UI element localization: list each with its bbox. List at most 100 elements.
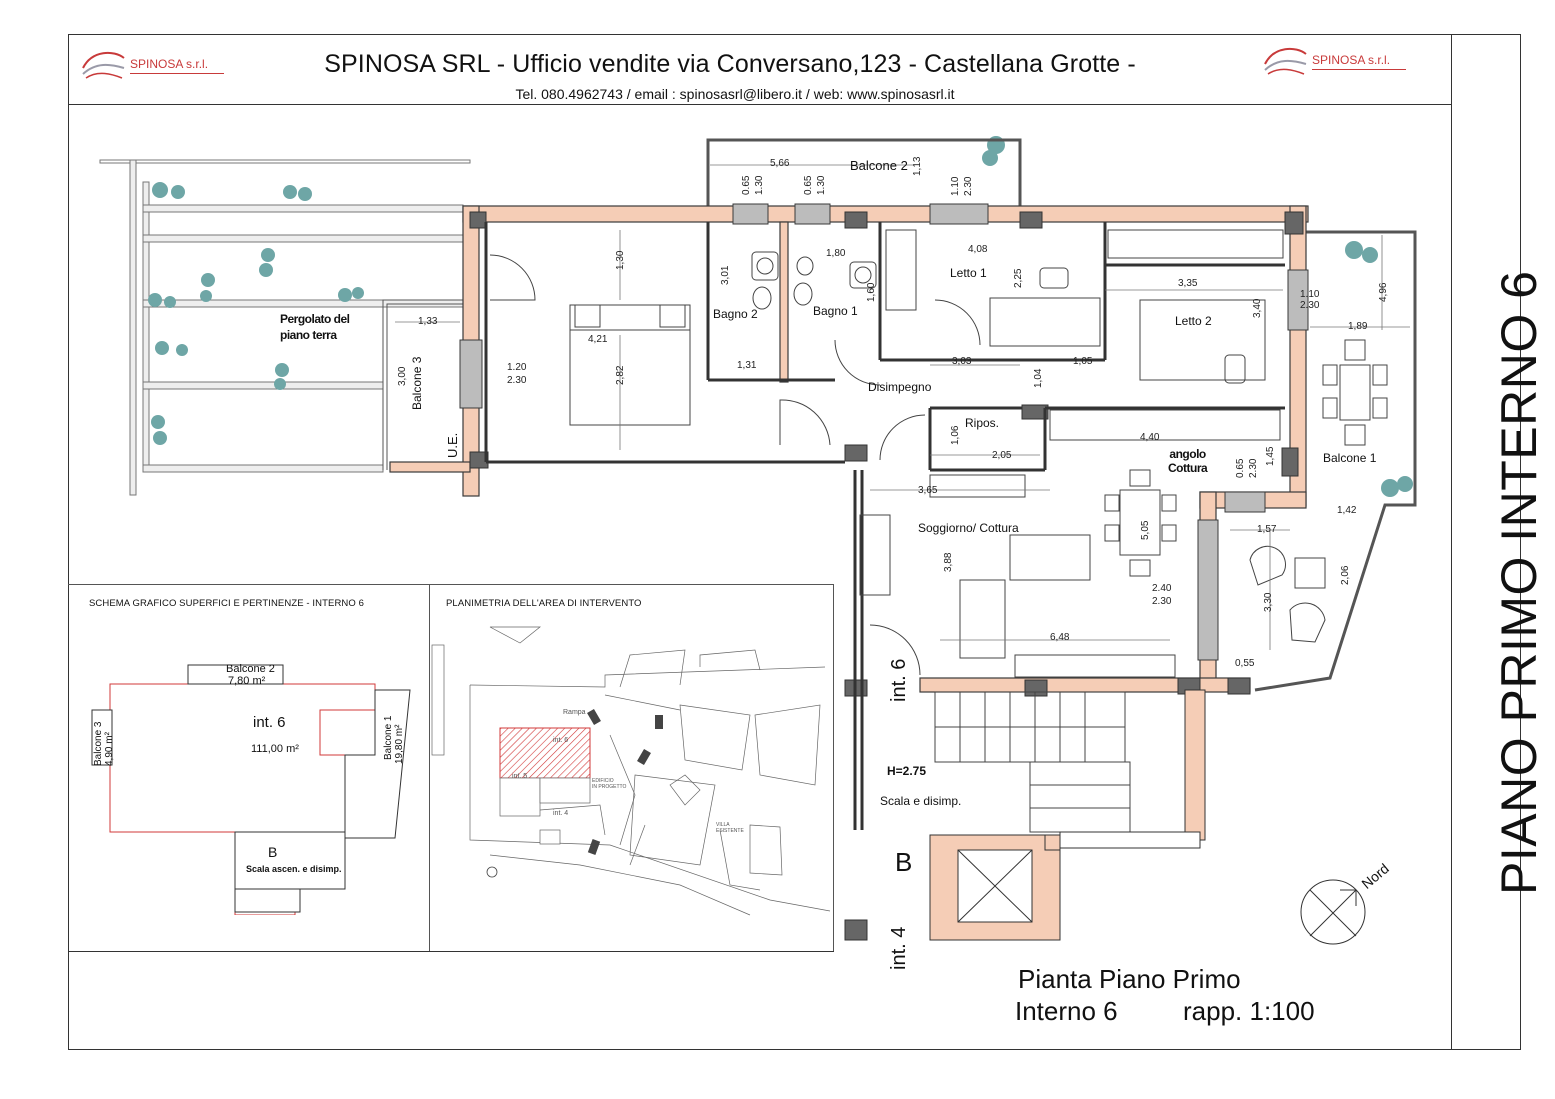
dim-label: 2,06 <box>1340 565 1351 585</box>
footer-scale: rapp. 1:100 <box>1183 996 1315 1026</box>
schema-diagram <box>91 664 411 915</box>
dim-label: 1.20 <box>507 362 527 373</box>
schema-balcone2: Balcone 2 <box>226 663 275 675</box>
room-soggiorno: Soggiorno/ Cottura <box>918 521 1019 535</box>
dimension-lines <box>395 164 1410 650</box>
dim-label: 3,03 <box>952 356 972 367</box>
site-int6: int. 6 <box>553 737 569 744</box>
schema-b: B <box>268 844 278 860</box>
dim-label: 1,05 <box>1073 356 1093 367</box>
room-balcone1: Balcone 1 <box>1323 451 1377 465</box>
dim-label: 2.30 <box>963 176 974 196</box>
dim-label: 4,40 <box>1140 432 1160 443</box>
dim-label: 3,65 <box>918 485 938 496</box>
dim-label: 3,88 <box>943 552 954 572</box>
dim-label: 1,57 <box>1257 524 1277 535</box>
furniture <box>1104 339 1388 643</box>
dim-label: 1.10 <box>950 176 961 196</box>
dim-label: 2.30 <box>507 375 527 386</box>
dim-label: 1,30 <box>615 250 626 270</box>
dim-label: 1,80 <box>826 248 846 259</box>
windows <box>459 203 1309 661</box>
planimetria-caption: PLANIMETRIA DELL'AREA DI INTERVENTO <box>446 598 642 609</box>
dim-label: 4,96 <box>1378 282 1389 302</box>
site-int4: int. 4 <box>553 810 569 817</box>
dim-label: 1,13 <box>912 156 923 176</box>
room-angolo-cottura: angolo Cottura <box>1168 447 1208 475</box>
header-divider <box>68 104 1452 105</box>
label-b: B <box>895 847 913 877</box>
doors <box>489 254 981 676</box>
dim-label: 3,30 <box>1263 592 1274 612</box>
room-letto1: Letto 1 <box>950 266 987 280</box>
site-map <box>431 626 831 916</box>
balcone2-rail <box>706 138 1022 208</box>
header-contacts: Tel. 080.4962743 / email : spinosasrl@li… <box>515 86 955 102</box>
dim-label: 2,25 <box>1013 268 1024 288</box>
dim-label: 0,55 <box>1235 658 1255 669</box>
site-edificio: EDIFICIO IN PROGETTO <box>592 778 627 790</box>
room-balcone2: Balcone 2 <box>850 158 908 173</box>
dim-label: 2.30 <box>1248 458 1259 478</box>
footer-interno: Interno 6 <box>1015 996 1118 1026</box>
stair-wall <box>1184 689 1206 841</box>
dim-label: 1,06 <box>950 425 961 445</box>
room-ripostiglio: Ripos. <box>965 416 1000 430</box>
schema-balcone2-area: 7,80 m² <box>228 675 266 687</box>
dim-label: 1,33 <box>418 316 438 327</box>
dim-label: 1,45 <box>1265 446 1276 466</box>
spinosa-logo-icon <box>82 51 125 79</box>
dim-label: 2,05 <box>992 450 1012 461</box>
side-title: PIANO PRIMO INTERNO 6 <box>1491 270 1547 895</box>
dim-label: 1,31 <box>737 360 757 371</box>
dim-label: 2,82 <box>615 365 626 385</box>
balcone1-rail <box>1254 230 1417 692</box>
site-int5: int. 5 <box>512 773 528 780</box>
dim-label: 6,48 <box>1050 632 1070 643</box>
room-bagno1: Bagno 1 <box>813 304 858 318</box>
dim-label: 1.30 <box>754 175 765 195</box>
stair-landing-wall <box>1059 831 1201 849</box>
north-arrow-icon <box>1300 879 1366 945</box>
schema-caption: SCHEMA GRAFICO SUPERFICI E PERTINENZE - … <box>89 598 364 609</box>
bottom-divider <box>68 951 834 952</box>
schema-balcone3: Balcone 3 <box>93 721 104 766</box>
dim-label: 0.65 <box>741 175 752 195</box>
dim-label: 4,08 <box>968 244 988 255</box>
dim-label: 1.10 <box>1300 289 1320 300</box>
dim-label: 1.30 <box>816 175 827 195</box>
logo-text: SPINOSA s.r.l. <box>130 57 225 74</box>
dim-label: 5,05 <box>1140 520 1151 540</box>
site-rampa: Rampa <box>563 709 586 716</box>
dim-label: 1,60 <box>866 282 877 302</box>
room-pergolato: Pergolato del piano terra <box>280 312 350 342</box>
dim-label: 2.30 <box>1152 596 1172 607</box>
room-balcone3: Balcone 3 <box>410 356 424 410</box>
dim-label: 1,42 <box>1337 505 1357 516</box>
footer-title: Pianta Piano Primo <box>1018 964 1241 994</box>
dim-label: 2.40 <box>1152 583 1172 594</box>
schema-b-desc: Scala ascen. e disimp. <box>246 864 342 874</box>
room-scala: Scala e disimp. <box>880 794 962 808</box>
logo-right: SPINOSA s.r.l. <box>1262 44 1407 78</box>
room-letto2: Letto 2 <box>1175 314 1212 328</box>
stairs <box>934 691 1131 833</box>
drawing-frame <box>68 34 1521 1050</box>
schema-balcone3-area: 4,90 m² <box>104 732 115 766</box>
lift <box>929 834 1061 941</box>
dim-label: 3,35 <box>1178 278 1198 289</box>
label-height: H=2.75 <box>887 764 927 778</box>
schema-balcone1: Balcone 1 <box>383 715 394 760</box>
label-ue: U.E. <box>445 432 460 458</box>
dim-label: 2.30 <box>1300 300 1320 311</box>
header-title: SPINOSA SRL - Ufficio vendite via Conver… <box>324 50 1136 78</box>
schema-balcone1-area: 19,80 m² <box>394 724 405 764</box>
label-int6: int. 6 <box>888 658 910 702</box>
label-int4: int. 4 <box>888 926 910 970</box>
dim-label: 0.65 <box>803 175 814 195</box>
logo-text: SPINOSA s.r.l. <box>1312 53 1407 70</box>
dim-label: 1,89 <box>1348 321 1368 332</box>
site-villa: VILLA ESISTENTE <box>716 822 744 834</box>
fixtures <box>569 229 1284 678</box>
balcone3-rail <box>382 299 463 470</box>
